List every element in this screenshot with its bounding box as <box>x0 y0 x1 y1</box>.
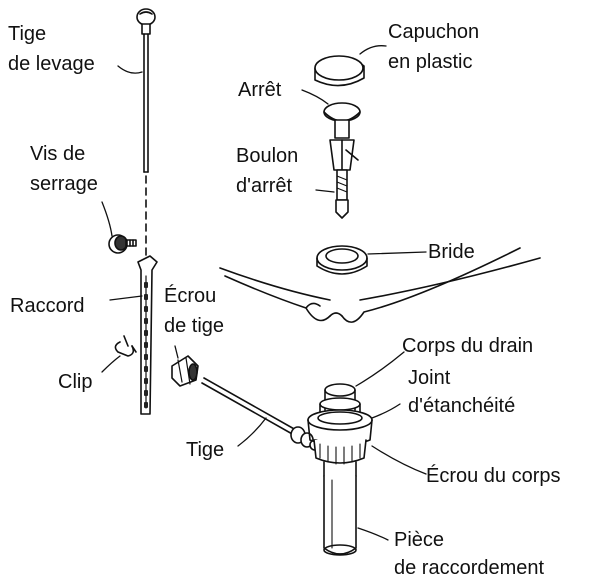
leader-ecrou-tige <box>174 345 179 359</box>
flange <box>316 245 368 275</box>
drain-body <box>307 383 373 477</box>
label-clip: Clip <box>58 371 93 393</box>
label-tige-levage-line1: Tige <box>8 23 47 45</box>
leader-lines <box>101 45 427 541</box>
label-tige: Tige <box>186 439 225 461</box>
sink-basin-outline <box>219 247 541 323</box>
label-bride: Bride <box>428 241 475 263</box>
label-corps-drain: Corps du drain <box>402 335 534 357</box>
label-capuchon-line2: en plastic <box>388 51 473 73</box>
label-ecrou-tige-line1: Écrou <box>164 285 217 307</box>
label-piece-line1: Pièce <box>394 529 445 551</box>
leader-piece <box>357 527 389 541</box>
leader-capuchon <box>359 45 387 55</box>
leader-clip <box>101 355 121 373</box>
label-boulon-line2: d'arrêt <box>236 175 293 197</box>
label-joint-line1: Joint <box>408 367 451 389</box>
label-arret: Arrêt <box>238 79 282 101</box>
label-capuchon-line1: Capuchon <box>388 21 480 43</box>
leader-vis-serrage <box>101 201 113 237</box>
clevis-strap <box>137 255 158 415</box>
pivot-nut <box>171 355 199 387</box>
leader-tige-levage <box>117 65 143 74</box>
stopper-bolt <box>329 139 359 219</box>
label-joint-line2: d'étanchéité <box>408 395 516 417</box>
label-boulon-line1: Boulon <box>236 145 299 167</box>
label-piece-line2: de raccordement <box>394 557 545 579</box>
label-vis-serrage-line1: Vis de <box>30 143 86 165</box>
leader-arret <box>301 89 329 105</box>
leader-raccord <box>109 295 143 301</box>
tailpiece <box>323 475 357 556</box>
label-tige-levage-line2: de levage <box>8 53 95 75</box>
lift-rod <box>136 8 156 259</box>
label-raccord: Raccord <box>10 295 85 317</box>
leader-tige <box>237 417 267 447</box>
stopper <box>323 102 361 139</box>
clip-part <box>114 335 137 357</box>
leader-boulon <box>315 189 335 193</box>
leader-bride <box>367 251 427 255</box>
plastic-cap <box>314 55 365 87</box>
leader-joint <box>371 403 401 419</box>
clamp-screw <box>108 234 137 254</box>
label-ecrou-tige-line2: de tige <box>164 315 225 337</box>
label-vis-serrage-line2: serrage <box>30 173 98 195</box>
label-ecrou-corps: Écrou du corps <box>426 465 561 487</box>
leader-ecrou-corps <box>371 445 427 475</box>
leader-corps-drain <box>355 351 405 387</box>
